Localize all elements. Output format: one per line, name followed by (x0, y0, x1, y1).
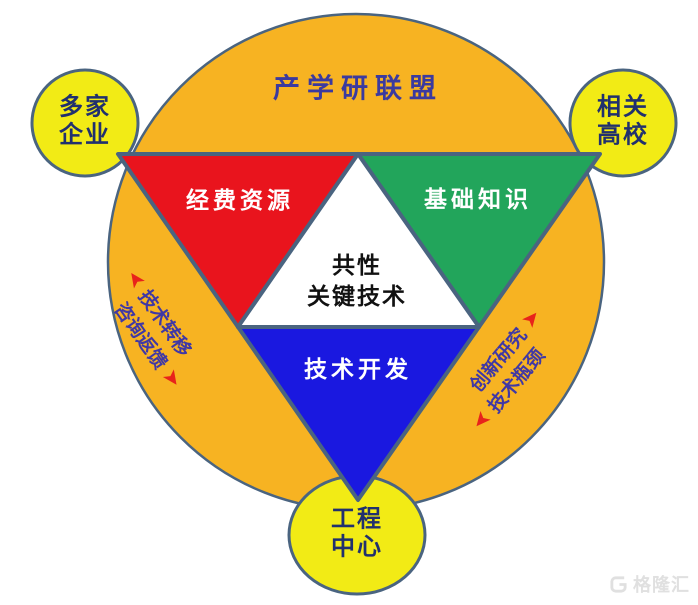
enterprises-circle (30, 68, 140, 178)
gelonghui-logo-icon (610, 575, 627, 593)
core-triangle (236, 152, 481, 329)
arrow-down-right-icon: ➤ (157, 364, 187, 393)
watermark-text: 格隆汇 (633, 575, 690, 595)
funding-label: 经费资源 (186, 187, 294, 213)
universities-circle (568, 68, 678, 178)
universities-label: 相关 高校 (597, 93, 649, 149)
knowledge-label: 基础知识 (424, 186, 532, 212)
watermark: 格隆汇 (609, 571, 690, 597)
alliance-title: 产学研联盟 (273, 73, 443, 104)
engineering-center-label: 工程 中心 (331, 505, 383, 561)
core-technology-label: 共性 关键技术 (307, 251, 407, 309)
development-label: 技术开发 (304, 356, 412, 382)
enterprises-label: 多家 企业 (59, 93, 111, 149)
